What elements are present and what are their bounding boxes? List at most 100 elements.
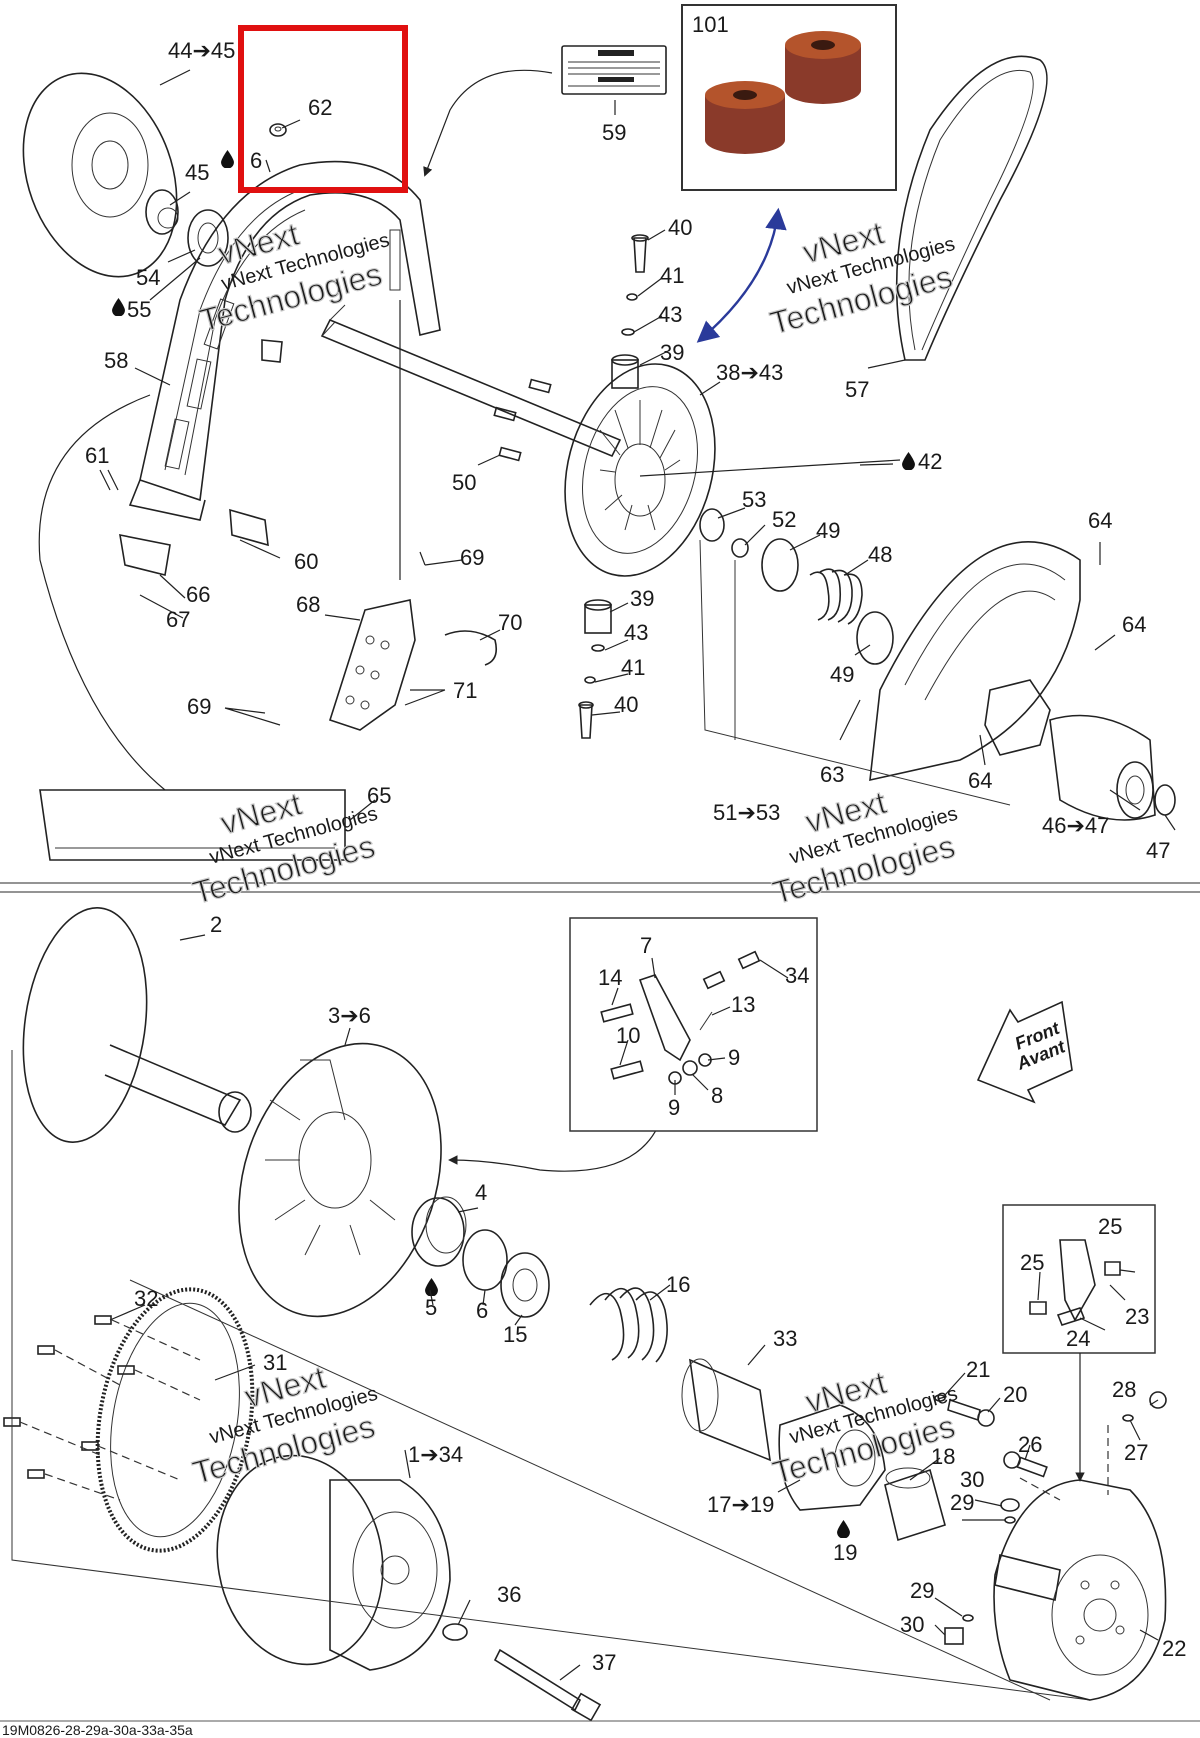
label-36: 36 [497,1582,521,1607]
label-59: 59 [602,120,626,145]
label-6-bottom: 6 [476,1298,488,1323]
spring-48 [809,568,863,625]
seal-rings-49 [699,508,894,665]
label-32: 32 [134,1286,158,1311]
label-18: 18 [931,1444,955,1469]
inset-box-roller-weight [1002,1204,1156,1354]
bolts-50 [493,378,552,462]
inset-box-101 [681,4,897,191]
label-68: 68 [296,592,320,617]
label-31: 31 [263,1350,287,1375]
label-65 [39,789,346,861]
belt-guard-bracket-58 [128,160,441,547]
label-leaders [99,69,1176,1681]
label-60: 60 [294,549,318,574]
movable-sheave-38 [564,363,716,577]
label-69-bottom: 69 [187,694,211,719]
label-66: 66 [186,582,210,607]
label-9-right: 9 [728,1045,740,1070]
small-fasteners [944,1391,1167,1645]
label-4: 4 [475,1180,487,1205]
watermark-4: vNext vNext Technologies Technologies [768,783,960,911]
label-71: 71 [453,678,477,703]
label-65: 65 [367,783,391,808]
oil-drop-icon [425,1278,438,1296]
lower-roller-stack [578,599,612,739]
spring-16 [589,1287,668,1363]
label-19: 19 [833,1540,857,1565]
bracket-66 [119,533,171,576]
label-7: 7 [640,933,652,958]
label-50: 50 [452,470,476,495]
spider-17 [778,1404,886,1511]
label-21: 21 [966,1357,990,1382]
mount-bracket-68 [328,599,416,731]
oil-drop-icon [112,298,125,316]
front-direction-arrow-icon: Front Avant [976,1000,1073,1104]
label-13: 13 [731,992,755,1017]
bushing-18 [884,1467,946,1542]
label-30-top: 30 [960,1467,984,1492]
warning-label-59 [561,45,667,95]
oil-drop-icon [837,1520,850,1538]
label-55: 55 [127,297,151,322]
label-49-bottom: 49 [830,662,854,687]
label-63: 63 [820,762,844,787]
oil-drop-icon [902,452,915,470]
bushing-4 [411,1196,467,1267]
nut-62 [269,123,287,137]
bearing-54 [187,209,229,267]
washer-36 [442,1623,468,1641]
label-51-53: 51➔53 [713,800,780,825]
label-39-top: 39 [660,340,684,365]
label-39-bottom: 39 [630,586,654,611]
label-15: 15 [503,1322,527,1347]
drive-shaft [320,304,622,458]
label-64-b: 64 [1122,612,1146,637]
label-17-19: 17➔19 [707,1492,774,1517]
movable-sheave-3 [238,1042,442,1318]
label-53-top: 53 [742,487,766,512]
bolts-32 [3,1315,135,1479]
label-14: 14 [598,965,622,990]
label-37: 37 [592,1650,616,1675]
label-41-bottom: 41 [621,655,645,680]
watermark-1: vNext vNext Technologies Technologies [195,215,391,339]
label-20: 20 [1003,1382,1027,1407]
label-9-bottom: 9 [668,1095,680,1120]
ring-gear-31 [95,1287,255,1553]
sleeve-33 [681,1358,771,1462]
label-64-a: 64 [1088,508,1112,533]
label-25-top: 25 [1098,1214,1122,1239]
label-67: 67 [166,607,190,632]
label-44-45: 44➔45 [168,38,235,63]
label-101: 101 [692,12,729,37]
label-45: 45 [185,160,209,185]
label-24: 24 [1066,1326,1090,1351]
label-5: 5 [425,1295,437,1320]
label-29-top: 29 [950,1490,974,1515]
ring-45 [145,189,179,235]
label-30-bottom: 30 [900,1612,924,1637]
label-64-c: 64 [968,768,992,793]
ring-47 [1154,784,1176,816]
label-26: 26 [1018,1432,1042,1457]
label-22: 22 [1162,1636,1186,1661]
label-43-bottom: 43 [624,620,648,645]
label-3-6: 3➔6 [328,1003,371,1028]
primary-clutch-1 [216,1454,451,1671]
drive-belt-57 [895,55,1048,361]
label-40-bottom: 40 [614,692,638,717]
clip-70 [444,630,498,666]
label-54: 54 [136,265,160,290]
label-52: 52 [772,507,796,532]
rubber-bushing [705,31,861,154]
label-27: 27 [1124,1440,1148,1465]
cover-63 [869,541,1156,821]
label-48: 48 [868,542,892,567]
label-23: 23 [1125,1304,1149,1329]
inset-box-roller-arm [569,917,818,1132]
label-49-top: 49 [816,518,840,543]
label-62: 62 [308,95,332,120]
